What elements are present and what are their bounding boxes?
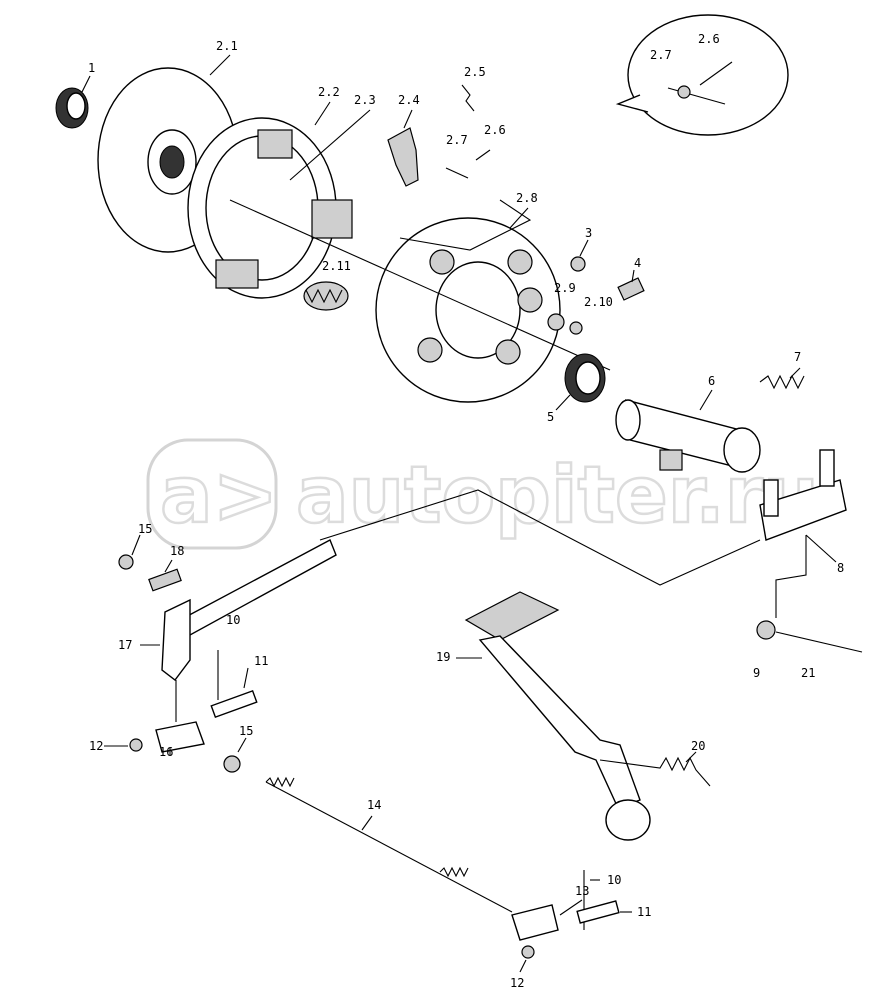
label-6: 6: [708, 374, 715, 388]
part-1-bearing: [55, 75, 91, 129]
part-6-release-sleeve: [615, 389, 761, 473]
label-2-5: 2.5: [464, 65, 486, 79]
part-2-2-pressure-plate: [187, 101, 371, 299]
part-17-lever-and-shaft: [118, 534, 337, 722]
watermark-logo: a>: [160, 451, 278, 541]
lower-clevis-group: [511, 870, 632, 973]
label-7: 7: [794, 350, 801, 364]
label-2-7: 2.7: [446, 133, 468, 147]
label-11-upper: 11: [254, 654, 268, 668]
label-13: 13: [575, 884, 589, 898]
part-2-11-spring: [303, 281, 349, 311]
part-19-clutch-pedal: [456, 591, 711, 841]
label-11-lower: 11: [637, 905, 651, 919]
label-2-2: 2.2: [318, 85, 340, 99]
label-16: 16: [159, 745, 173, 759]
label-19: 19: [436, 650, 450, 664]
label-15-lower: 15: [239, 724, 253, 738]
label-2-1: 2.1: [216, 39, 238, 53]
upper-clevis-group: [104, 650, 258, 773]
part-2-4-release-lever: [387, 84, 491, 187]
label-2-10: 2.10: [584, 295, 613, 309]
label-2-6: 2.6: [484, 123, 506, 137]
part-7-return-spring: [759, 367, 805, 390]
label-10-lower: 10: [607, 873, 621, 887]
label-15-upper: 15: [138, 522, 152, 536]
label-1: 1: [88, 61, 95, 75]
label-12-lower: 12: [510, 976, 524, 990]
label-2-8: 2.8: [516, 191, 538, 205]
part-14-adjusting-rod: [265, 776, 513, 913]
label-3: 3: [585, 226, 592, 240]
label-10-upper: 10: [226, 613, 240, 627]
label-2-9: 2.9: [554, 281, 576, 295]
label-18: 18: [170, 544, 184, 558]
fasteners-3-4-2-9-2-10: [547, 239, 645, 335]
label-12-upper: 12: [89, 739, 103, 753]
part-5-release-bearing: [555, 353, 606, 411]
label-inset-2-6: 2.6: [698, 32, 720, 46]
callout-labels: 1 2.1 2.2 2.3 2.4 2.5 2.6 2.7 2.8 2.9 2.…: [88, 32, 844, 990]
label-17: 17: [118, 638, 132, 652]
label-inset-2-7: 2.7: [650, 48, 672, 62]
part-8-release-fork-shaft: [319, 449, 847, 618]
label-2-4: 2.4: [398, 93, 420, 107]
label-9: 9: [753, 666, 760, 680]
label-14: 14: [367, 798, 381, 812]
label-8: 8: [837, 561, 844, 575]
part-9-21-pin-wire: [756, 620, 863, 653]
label-20: 20: [691, 739, 705, 753]
label-5: 5: [547, 410, 554, 424]
label-2-3: 2.3: [354, 93, 376, 107]
label-21: 21: [801, 666, 815, 680]
part-2-8-clutch-cover: [229, 199, 611, 403]
inset-detail: [615, 14, 789, 136]
label-4: 4: [634, 256, 641, 270]
label-2-11: 2.11: [322, 259, 351, 273]
